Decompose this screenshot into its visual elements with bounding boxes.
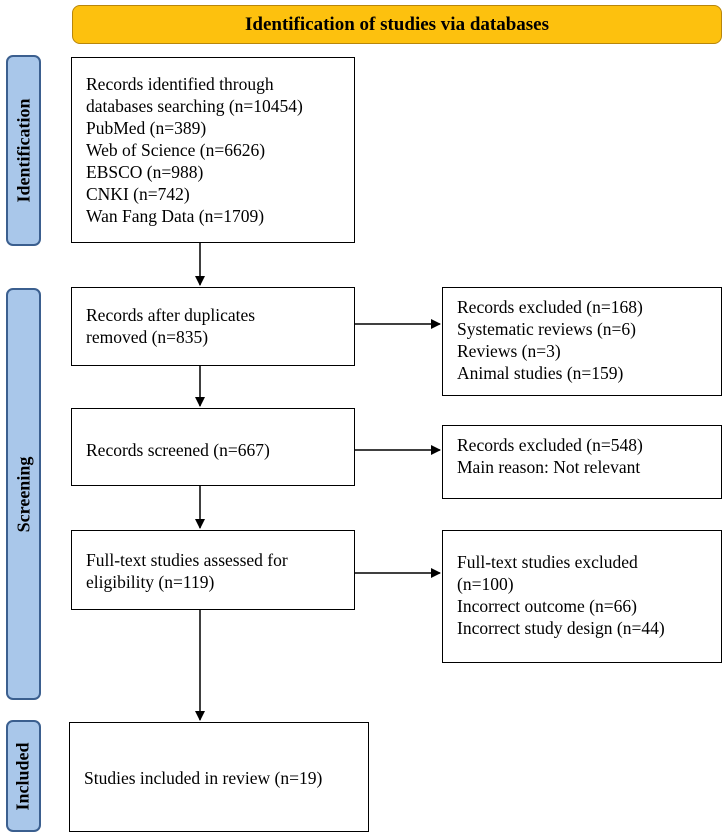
box-line: Web of Science (n=6626) <box>86 140 266 160</box>
box-line: Records excluded (n=548) <box>457 435 643 455</box>
studies-included-box: Studies included in review (n=19) <box>69 722 369 832</box>
records-screened-box: Records screened (n=667) <box>71 408 355 486</box>
box-line: Records excluded (n=168) <box>457 297 643 317</box>
box-line: (n=100) <box>457 574 514 594</box>
stage-screening-label: Screening <box>13 456 34 532</box>
full-text-excluded-box: Full-text studies excluded (n=100) Incor… <box>442 530 722 663</box>
box-line: Studies included in review (n=19) <box>84 768 323 788</box>
box-line: Records screened (n=667) <box>86 440 270 460</box>
box-line: Systematic reviews (n=6) <box>457 319 636 339</box>
stage-screening: Screening <box>6 288 41 700</box>
box-line: Animal studies (n=159) <box>457 363 624 383</box>
stage-identification: Identification <box>6 55 41 246</box>
after-duplicates-box: Records after duplicates removed (n=835) <box>71 287 355 366</box>
box-line: Main reason: Not relevant <box>457 457 641 477</box>
box-line: CNKI (n=742) <box>86 184 190 204</box>
box-line: Records after duplicates <box>86 305 256 325</box>
box-line: Incorrect outcome (n=66) <box>457 596 637 616</box>
header-title: Identification of studies via databases <box>244 13 550 35</box>
stage-included: Included <box>6 720 41 832</box>
box-line: Full-text studies assessed for <box>86 550 288 570</box>
header-banner: Identification of studies via databases <box>72 5 722 44</box>
box-line: removed (n=835) <box>86 327 209 347</box>
box-line: Records identified through <box>86 74 274 94</box>
box-line: EBSCO (n=988) <box>86 162 204 182</box>
full-text-assessed-box: Full-text studies assessed for eligibili… <box>71 530 355 610</box>
records-identified-box: Records identified through databases sea… <box>71 57 355 243</box>
excluded-screened-box: Records excluded (n=548) Main reason: No… <box>442 425 722 499</box>
box-line: Reviews (n=3) <box>457 341 561 361</box>
excluded-duplicates-box: Records excluded (n=168) Systematic revi… <box>442 287 722 396</box>
stage-included-label: Included <box>13 741 33 811</box>
box-line: Incorrect study design (n=44) <box>457 618 665 638</box>
box-line: PubMed (n=389) <box>86 118 207 138</box>
box-line: eligibility (n=119) <box>86 572 215 592</box>
box-line: Wan Fang Data (n=1709) <box>86 206 265 226</box>
box-line: Full-text studies excluded <box>457 552 638 572</box>
stage-identification-label: Identification <box>13 98 34 203</box>
box-line: databases searching (n=10454) <box>86 96 303 116</box>
